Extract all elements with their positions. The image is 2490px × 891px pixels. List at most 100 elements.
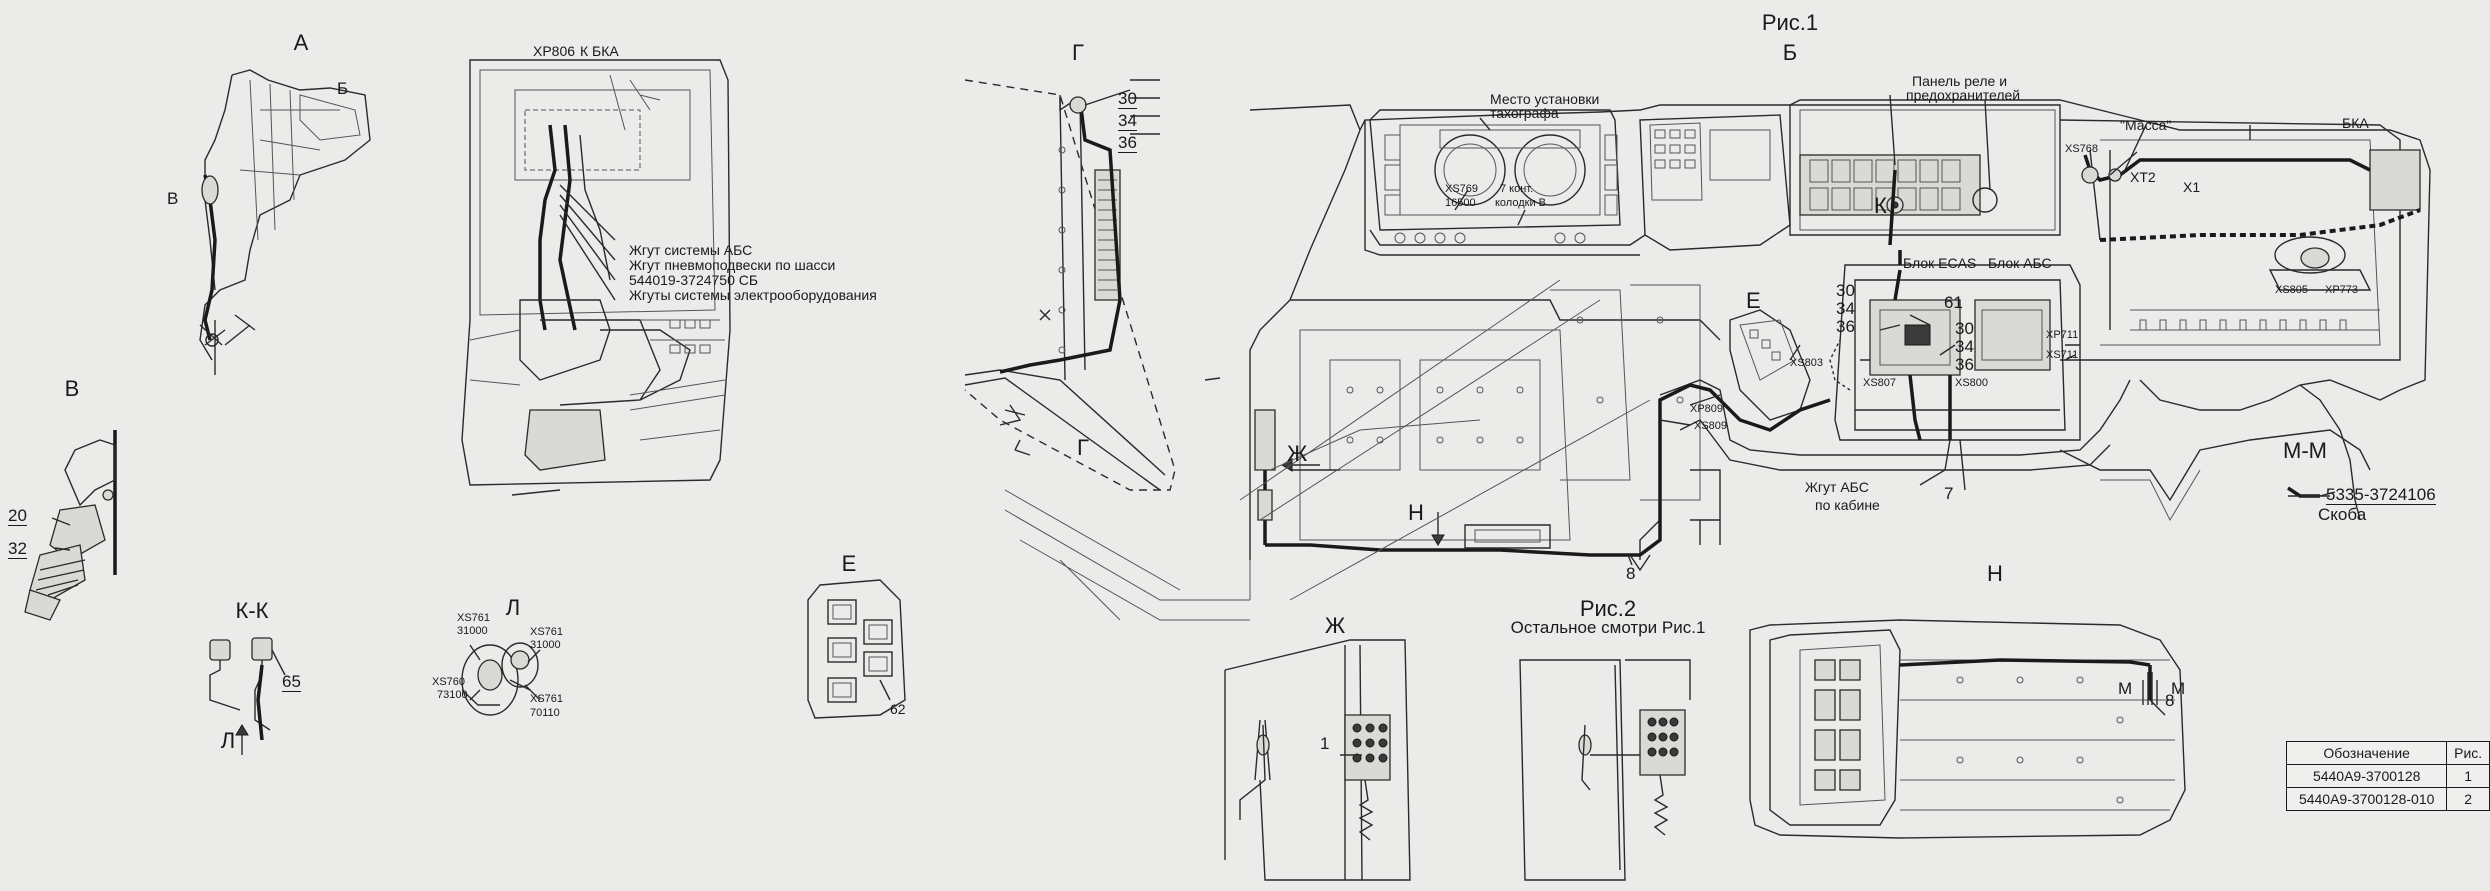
view-v-title: В — [64, 376, 80, 401]
view-zh-drawing — [1224, 639, 1411, 881]
callout-x1: Х1 — [2183, 179, 2201, 195]
callout-xs761-a: ХS761 — [457, 612, 491, 624]
callout-1: 1 — [1320, 734, 1330, 753]
view-zh-title: Ж — [1324, 613, 1346, 638]
callout-xs761-b: ХS761 — [530, 626, 564, 638]
spec-cell: 5440А9-3700128 — [2285, 764, 2448, 788]
fig2-title: Рис.2 — [1579, 596, 1637, 621]
callout-k-bka: К БКА — [580, 43, 619, 59]
spec-cell: 5440А9-3700128-010 — [2285, 787, 2448, 811]
callout-panel-2: предохранителей — [1906, 87, 2021, 103]
spec-header-designation: Обозначение — [2285, 741, 2448, 765]
view-e-drawing — [807, 579, 906, 719]
callout-part-544019: 544019-3724750 СБ — [629, 272, 759, 288]
bracket-part-number: 5335-3724106 — [2326, 485, 2436, 505]
callout-pneumo-harness: Жгут пневмоподвески по шасси — [629, 257, 836, 273]
view-b-title: Б — [1782, 40, 1798, 65]
fig1-title: Рис.1 — [1761, 10, 1819, 35]
callout-70110: 70110 — [530, 707, 560, 719]
callout-xs769: ХS769 — [1445, 183, 1479, 195]
view-h-mark: Н — [1408, 500, 1424, 525]
callout-xs805: ХS805 — [2275, 284, 2309, 296]
callout-a-30: 30 — [1836, 281, 1855, 300]
spec-table: Обозначение Рис. 5440А9-3700128 1 5440А9… — [2285, 741, 2490, 811]
fig2-drawing — [1519, 659, 1691, 881]
callout-panel-1: Панель реле и — [1912, 73, 2008, 89]
spec-table-header: Обозначение Рис. — [2285, 741, 2490, 765]
bracket-name: Скоба — [2318, 505, 2367, 524]
view-zh-mark: Ж — [1287, 441, 1308, 466]
callout-a-36: 36 — [1836, 317, 1855, 336]
view-kk-title: К-К — [235, 598, 269, 623]
callout-20: 20 — [8, 506, 27, 526]
callout-xs800: ХS800 — [1955, 377, 1989, 389]
callout-xp809: ХР809 — [1690, 403, 1724, 415]
view-b-mark: Б — [337, 79, 349, 98]
callout-block-ecas: Блок ECAS — [1903, 255, 1977, 271]
callout-xs761-c: ХS761 — [530, 693, 564, 705]
callout-61: 61 — [1944, 293, 1963, 312]
callout-electro-harness: Жгуты системы электрооборудования — [629, 287, 877, 303]
callout-73100: 73100 — [437, 689, 468, 701]
view-kk-l-mark: Л — [220, 728, 236, 753]
callout-b-36: 36 — [1955, 355, 1974, 374]
table-row: 5440А9-3700128-010 2 — [2285, 787, 2490, 811]
callout-abs-harness: Жгут системы АБС — [629, 242, 753, 258]
callout-62: 62 — [890, 701, 906, 717]
view-mm-drawing — [2287, 486, 2336, 498]
callout-g-30: 30 — [1118, 89, 1137, 109]
callout-tacho-2: тахографа — [1490, 105, 1559, 121]
callout-65: 65 — [282, 672, 301, 692]
view-g-drawing — [964, 79, 1176, 491]
view-k-mark: К — [1874, 193, 1887, 218]
callout-xs809: ХS809 — [1694, 420, 1728, 432]
view-h-title: Н — [1987, 561, 2003, 586]
fig1-cab-drawing — [1004, 94, 2431, 621]
view-e-title: Е — [841, 551, 857, 576]
view-g-mark: Г — [1077, 435, 1089, 460]
callout-31000-a: 31000 — [457, 625, 488, 637]
view-mm-title: М-М — [2283, 438, 2327, 463]
view-m-right-mark: М — [2171, 679, 2186, 698]
callout-block-abs: Блок АБС — [1988, 255, 2052, 271]
callout-tacho-1: Место установки — [1490, 91, 1600, 107]
callout-kolodki: колодки В — [1495, 197, 1546, 209]
callout-31000-b: 31000 — [530, 639, 561, 651]
callout-abs-cab-2: по кабине — [1815, 497, 1880, 513]
callout-massa: "Масса" — [2120, 117, 2172, 133]
callout-b-34: 34 — [1955, 337, 1974, 356]
callout-xs760: ХS760 — [432, 676, 466, 688]
callout-7-kont: 7 конт. — [1500, 183, 1534, 195]
view-e-mark: Е — [1746, 288, 1761, 313]
callout-xs803: ХS803 — [1790, 357, 1824, 369]
view-l-title: Л — [505, 595, 521, 620]
callout-xs768: ХS768 — [2065, 143, 2099, 155]
callout-32: 32 — [8, 539, 27, 559]
callout-xp806: ХР806 — [533, 43, 576, 59]
callout-b-30: 30 — [1955, 319, 1974, 338]
view-v-mark: В — [167, 189, 179, 208]
callout-a-34: 34 — [1836, 299, 1855, 318]
callout-g-34: 34 — [1118, 111, 1137, 131]
callout-8b: 8 — [2165, 691, 2175, 710]
callout-xp773: ХР773 — [2325, 284, 2359, 296]
spec-header-fig: Рис. — [2446, 741, 2490, 765]
table-row: 5440А9-3700128 1 — [2285, 764, 2490, 788]
callout-16500: 16500 — [1445, 197, 1476, 209]
view-h-drawing — [1749, 619, 2186, 839]
fig2-note: Остальное смотри Рис.1 — [1510, 618, 1706, 637]
view-l-drawing — [461, 642, 541, 716]
view-a-title: А — [293, 30, 309, 55]
callout-xp711: ХР711 — [2046, 329, 2079, 341]
view-a-drawing — [199, 69, 371, 375]
view-v-drawing — [24, 430, 117, 621]
callout-bka: БКА — [2342, 115, 2369, 131]
view-b-drawing — [461, 59, 731, 496]
callout-8: 8 — [1626, 564, 1636, 583]
callout-xs807: ХS807 — [1863, 377, 1897, 389]
view-m-left-mark: М — [2118, 679, 2133, 698]
view-kk-drawing — [209, 637, 286, 755]
callout-xt2: ХТ2 — [2130, 169, 2156, 185]
